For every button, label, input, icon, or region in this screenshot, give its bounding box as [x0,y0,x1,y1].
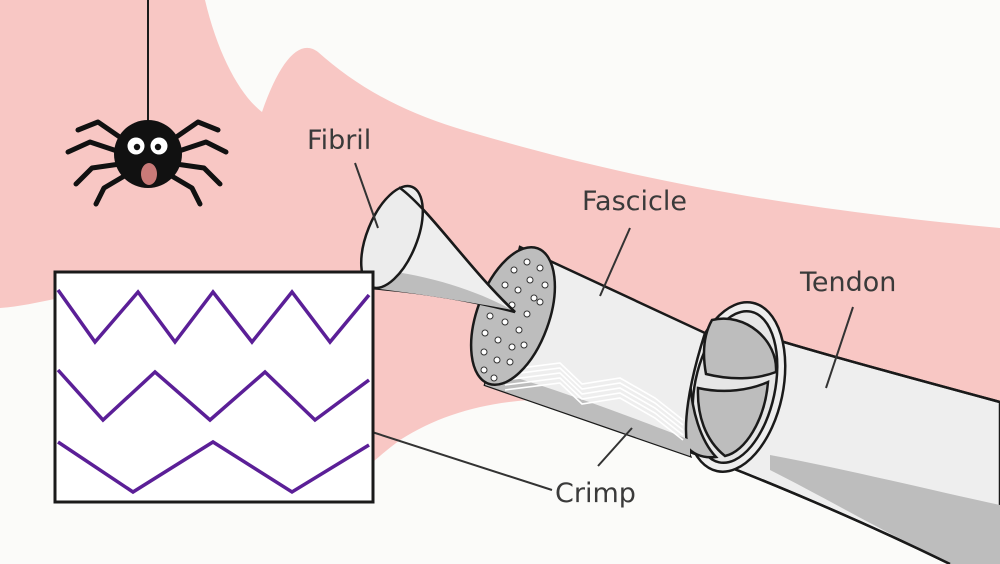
tendon-label: Tendon [800,267,897,298]
crimp-wave-box [53,270,375,504]
crimp-wave-medium [56,368,371,423]
crimp-wave-tight [56,288,371,345]
fascicle-label: Fascicle [582,186,687,217]
label-leader-lines [354,162,854,467]
crimp-label: Crimp [555,478,636,509]
crimp-wave-loose [57,439,370,495]
spider-icon [65,0,229,207]
crimp-box-leader-line [371,431,553,491]
fibril-label: Fibril [307,125,372,156]
fascicle-body [469,245,707,459]
fibril-horn [359,184,516,314]
